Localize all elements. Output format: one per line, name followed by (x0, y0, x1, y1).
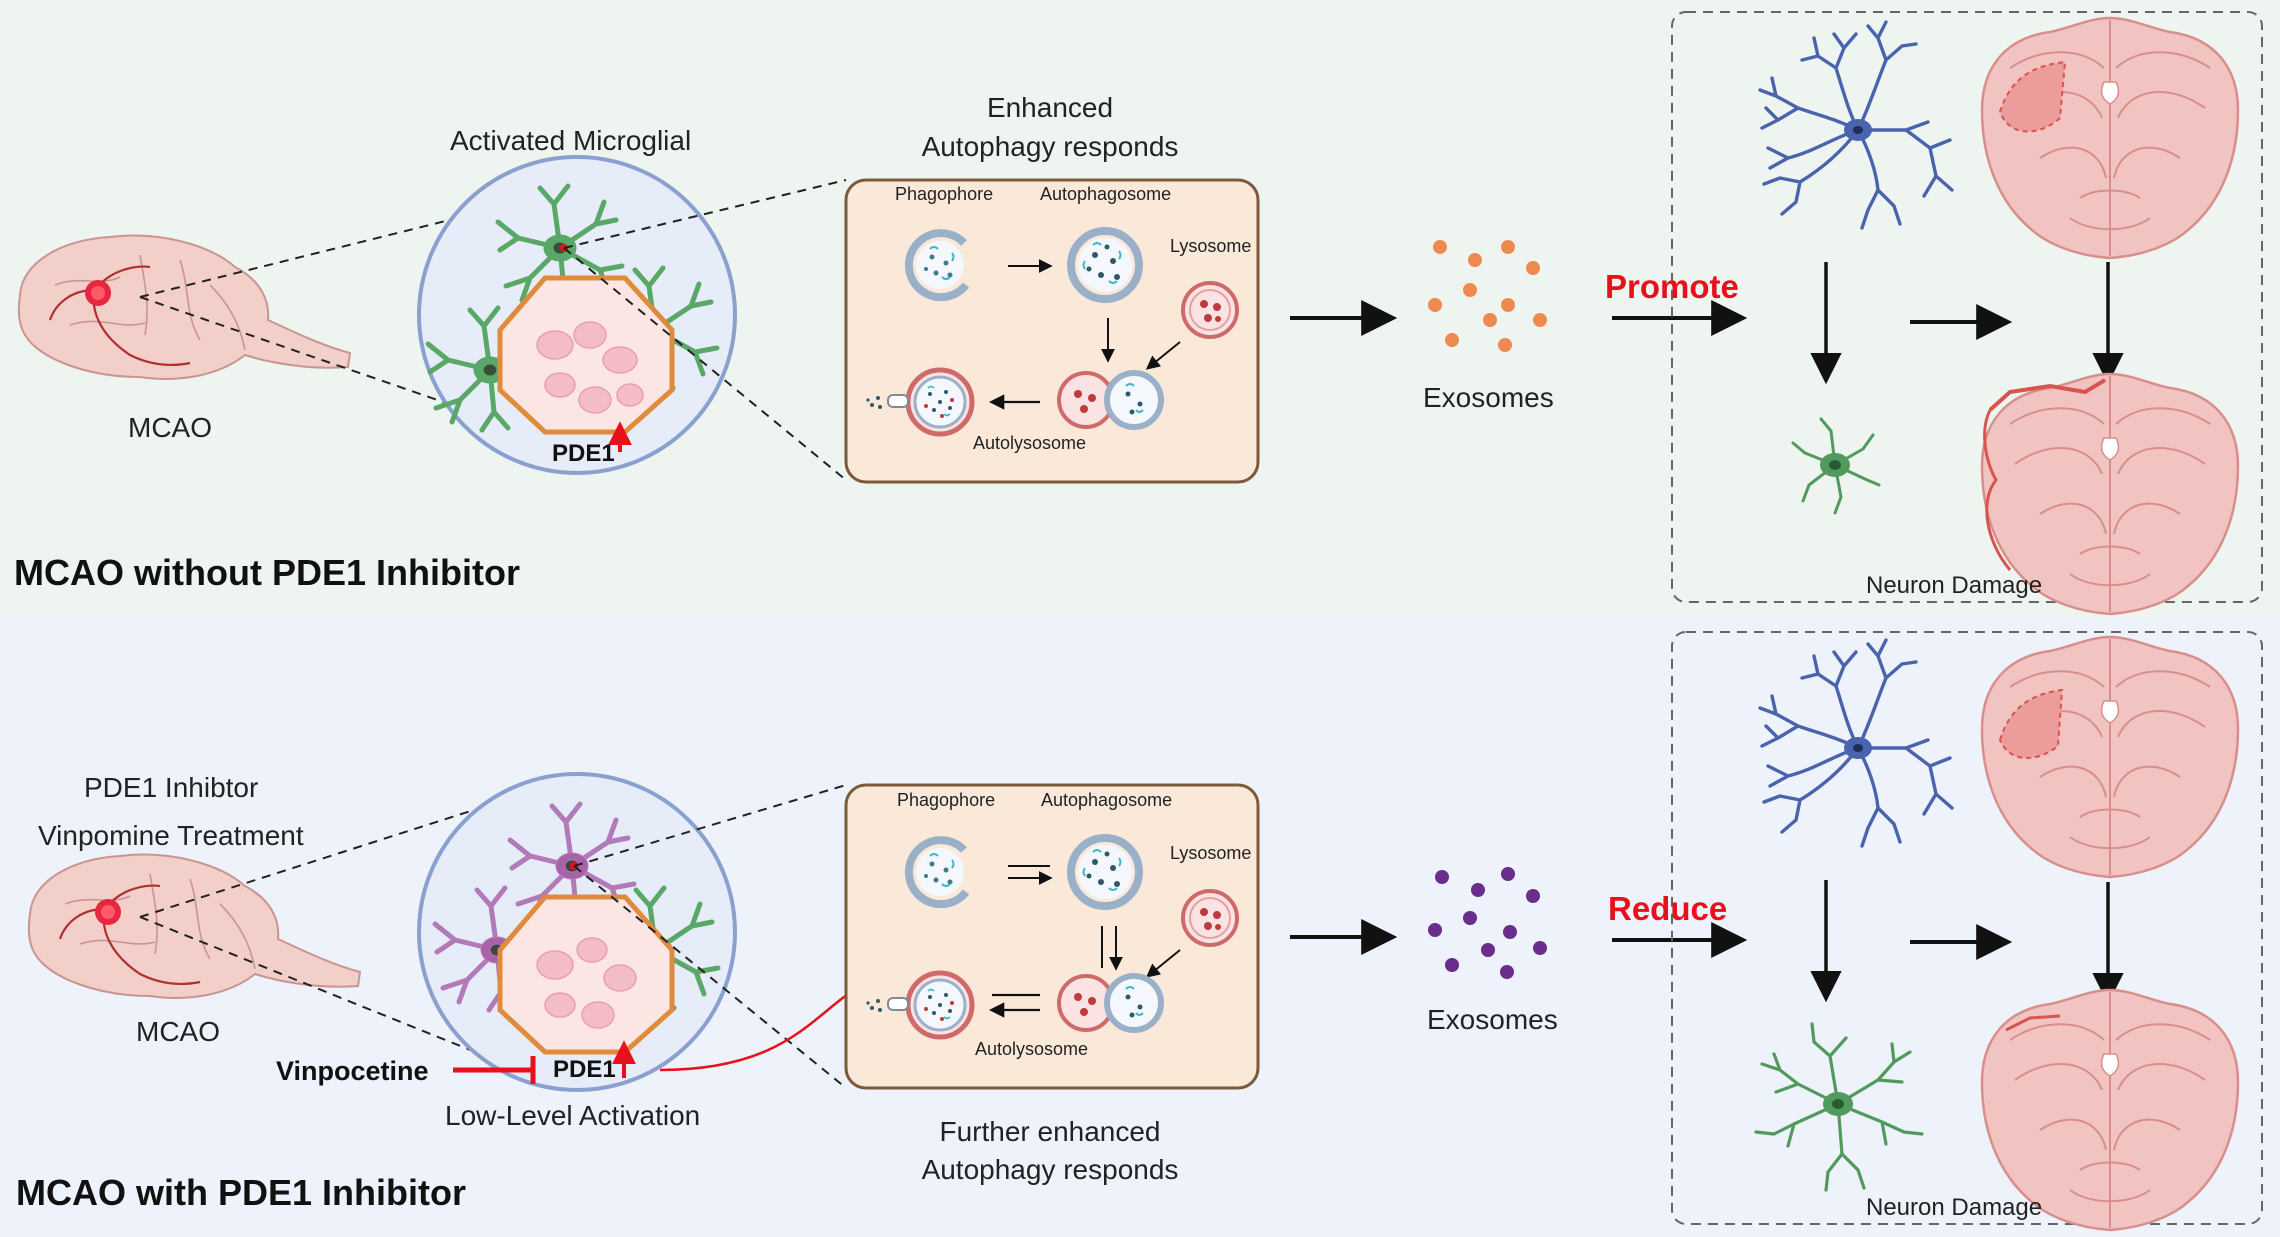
autophagosome-label-bottom: Autophagosome (1041, 790, 1173, 810)
autolysosome-label-top: Autolysosome (973, 433, 1087, 453)
pde1-label-bottom: PDE1 (553, 1056, 616, 1083)
phagophore-label-bottom: Phagophore (897, 790, 996, 810)
mcao-label-bottom: MCAO (136, 1016, 220, 1047)
bottom-panel-title: MCAO with PDE1 Inhibitor (16, 1172, 466, 1213)
autophagosome-label-top: Autophagosome (1040, 184, 1172, 204)
outcome-box-top (1671, 11, 2263, 603)
exosomes-label-top: Exosomes (1423, 382, 1554, 413)
top-panel-title: MCAO without PDE1 Inhibitor (14, 552, 520, 593)
reduce-label: Reduce (1608, 890, 1728, 927)
low-level-activation-label: Low-Level Activation (445, 1100, 701, 1131)
pde1-label-top: PDE1 (552, 440, 615, 467)
treatment-line2: Vinpomine Treatment (38, 820, 304, 851)
autophagy-caption-line2: Autophagy responds (921, 1154, 1179, 1185)
exosomes-top (1428, 240, 1547, 352)
microglia-title: Activated Microglial (450, 125, 692, 156)
phagophore-label-top: Phagophore (895, 184, 994, 204)
outcome-box-bottom (1671, 631, 2263, 1225)
vinpocetine-label: Vinpocetine (276, 1056, 429, 1086)
lysosome-label-top: Lysosome (1170, 236, 1252, 256)
exosomes-bottom (1428, 867, 1547, 979)
treatment-line1: PDE1 Inhibtor (84, 772, 259, 803)
neuron-damage-label-bottom: Neuron Damage (1866, 1194, 2043, 1221)
autophagy-title-line1: Enhanced (986, 92, 1114, 123)
mcao-label-top: MCAO (128, 412, 212, 443)
autolysosome-label-bottom: Autolysosome (975, 1039, 1089, 1059)
autophagy-caption-line1: Further enhanced (939, 1116, 1161, 1147)
exosomes-label-bottom: Exosomes (1427, 1004, 1558, 1035)
autophagy-title-line2: Autophagy responds (921, 131, 1179, 162)
promote-label: Promote (1605, 268, 1739, 305)
lysosome-label-bottom: Lysosome (1170, 843, 1252, 863)
neuron-damage-label-top: Neuron Damage (1866, 572, 2043, 599)
